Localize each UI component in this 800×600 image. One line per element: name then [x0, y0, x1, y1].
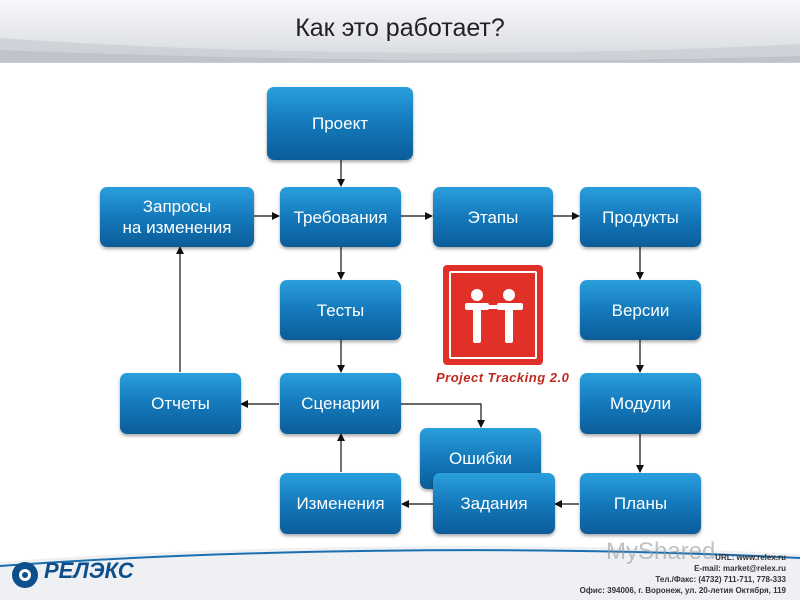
node-changes: Изменения	[280, 473, 401, 534]
node-plans: Планы	[580, 473, 701, 534]
contact-phone: Тел./Факс: (4732) 711-711, 778-333	[655, 575, 786, 584]
node-scenarios: Сценарии	[280, 373, 401, 434]
project-tracking-logo	[443, 265, 543, 365]
node-change-requests: Запросы на изменения	[100, 187, 254, 247]
two-people-icon	[465, 289, 523, 343]
arrow-scenarios-errors	[401, 403, 485, 428]
node-versions: Версии	[580, 280, 701, 340]
page-title: Как это работает?	[295, 14, 505, 42]
header-bar	[0, 0, 800, 63]
contact-email: E-mail: market@relex.ru	[694, 564, 786, 573]
product-caption: Project Tracking 2.0	[436, 370, 570, 385]
company-logo-text: РЕЛЭКС	[44, 558, 134, 583]
node-reports: Отчеты	[120, 373, 241, 434]
logo-frame	[449, 271, 537, 359]
watermark-text: MyShared	[606, 538, 716, 565]
node-tests: Тесты	[280, 280, 401, 340]
node-stages: Этапы	[433, 187, 553, 247]
header-swoosh	[0, 38, 800, 62]
node-products: Продукты	[580, 187, 701, 247]
node-tasks: Задания	[433, 473, 555, 534]
relex-logo-icon	[12, 562, 38, 588]
node-project: Проект	[267, 87, 413, 160]
contact-address: Офис: 394006, г. Воронеж, ул. 20-летия О…	[579, 586, 786, 595]
contact-url: URL: www.relex.ru	[715, 553, 786, 562]
contact-info: URL: www.relex.ru E-mail: market@relex.r…	[526, 552, 786, 596]
node-requirements: Требования	[280, 187, 401, 247]
node-modules: Модули	[580, 373, 701, 434]
footer-swoosh	[0, 546, 800, 600]
